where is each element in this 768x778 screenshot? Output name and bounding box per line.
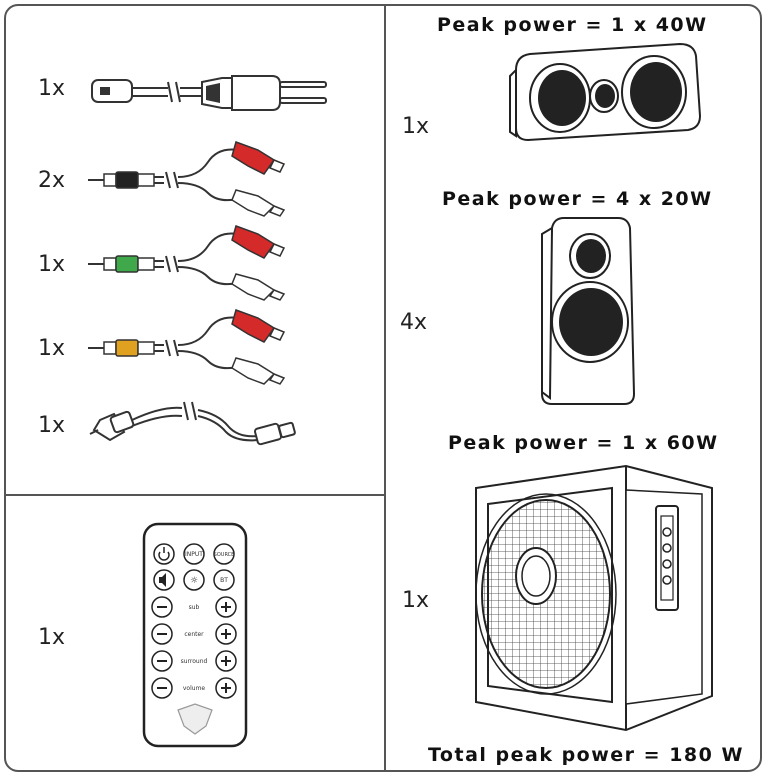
total-power-label: Total peak power = 180 W <box>428 744 744 766</box>
remote-center-label: center <box>184 631 204 638</box>
remote-control-icon: INPUT SOURCE ☼ BT sub center surround vo… <box>142 522 248 748</box>
center-speaker-title: Peak power = 1 x 40W <box>437 14 708 36</box>
subwoofer-title: Peak power = 1 x 60W <box>448 432 719 454</box>
rca-black-qty: 2x <box>38 168 66 193</box>
remote-sub-label: sub <box>189 604 200 611</box>
brand-logo <box>177 703 213 735</box>
brightness-icon: ☼ <box>190 576 198 586</box>
remote-input-label: INPUT <box>185 551 203 558</box>
satellite-speaker-icon <box>540 217 636 405</box>
rca-yellow-qty: 1x <box>38 336 66 361</box>
satellite-speaker-qty: 4x <box>400 310 428 335</box>
rca-green-qty: 1x <box>38 252 66 277</box>
center-speaker-icon <box>509 42 702 142</box>
center-speaker-qty: 1x <box>402 114 430 139</box>
rca-cable-black-icon <box>88 141 286 217</box>
column-divider <box>384 5 386 771</box>
rca-cable-yellow-icon <box>88 309 286 385</box>
row-divider <box>5 494 385 496</box>
satellite-speaker-title: Peak power = 4 x 20W <box>442 188 713 210</box>
power-cable-icon <box>91 75 327 111</box>
subwoofer-qty: 1x <box>402 588 430 613</box>
remote-source-label: SOURCE <box>214 552 235 558</box>
power-cable-qty: 1x <box>38 76 66 101</box>
optical-cable-icon <box>89 401 296 446</box>
remote-volume-label: volume <box>183 685 206 692</box>
remote-surround-label: surround <box>181 658 208 665</box>
optical-qty: 1x <box>38 413 66 438</box>
remote-bt-label: BT <box>220 577 228 584</box>
remote-qty: 1x <box>38 625 66 650</box>
rca-cable-green-icon <box>88 225 286 301</box>
subwoofer-icon <box>475 464 713 732</box>
outer-frame <box>4 4 762 772</box>
